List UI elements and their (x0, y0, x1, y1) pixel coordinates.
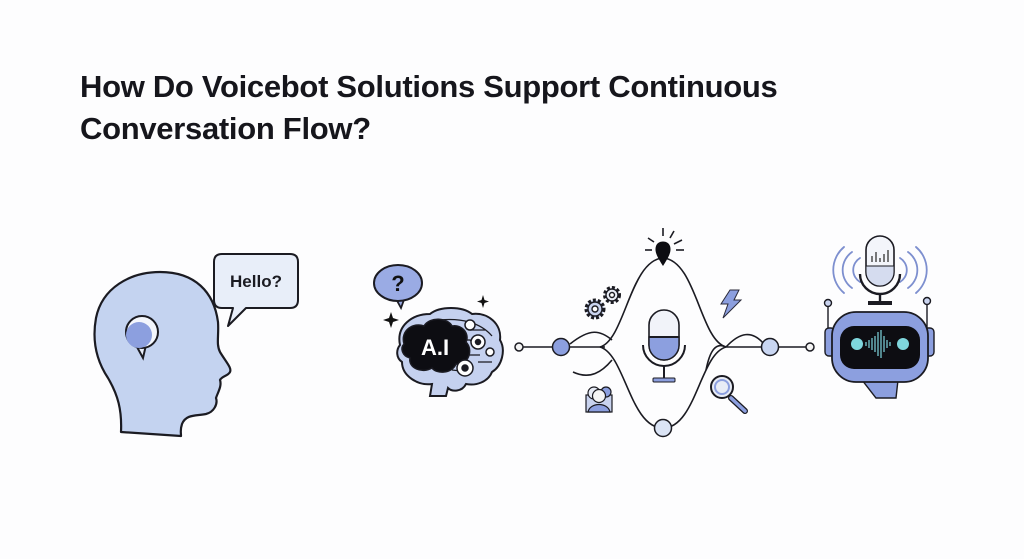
gear-icon (456, 319, 495, 377)
studio-microphone-icon (858, 235, 902, 305)
question-mark: ? (391, 271, 404, 296)
users-icon (585, 386, 613, 413)
title-line-1: How Do Voicebot Solutions Support Contin… (80, 69, 778, 104)
waveform-icon (865, 330, 891, 358)
sparkle-icon (383, 295, 489, 328)
ai-brain-section: ? A.I (373, 264, 504, 397)
flow-section (514, 228, 815, 438)
human-section: Hello? (93, 253, 299, 438)
end-node (805, 342, 815, 352)
brain-icon: A.I (396, 307, 504, 397)
thought-bubble-icon (125, 315, 159, 361)
right-node (760, 337, 780, 357)
lightbulb-icon (645, 228, 684, 266)
head-profile-icon (93, 270, 232, 438)
speech-bubble-icon: Hello? (213, 253, 299, 327)
robot-head-icon (823, 296, 935, 399)
start-node (514, 342, 524, 352)
gears-icon (584, 286, 621, 320)
question-bubble-icon: ? (373, 264, 423, 311)
page-title: How Do Voicebot Solutions Support Contin… (80, 66, 840, 150)
speech-bubble-text: Hello? (230, 272, 282, 291)
title-line-2: Conversation Flow? (80, 111, 371, 146)
microphone-icon (642, 309, 686, 383)
lightning-icon (720, 289, 743, 319)
left-node (551, 337, 571, 357)
sound-waves-icon (832, 246, 928, 294)
magnifier-icon (710, 375, 748, 414)
bottom-node (653, 418, 673, 438)
voicebot-section (823, 235, 935, 399)
ai-label: A.I (421, 335, 449, 360)
